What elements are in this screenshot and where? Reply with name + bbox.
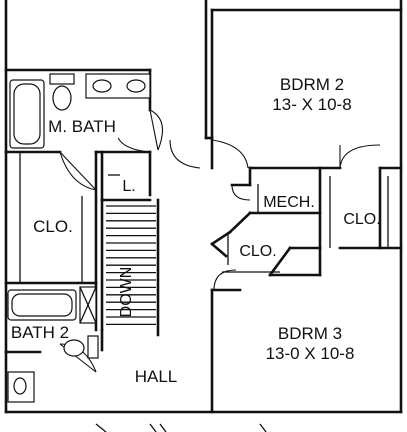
bath-2-label: BATH 2 — [11, 323, 69, 342]
bedroom-2-name: BDRM 2 — [280, 75, 344, 94]
right-closet-label: CLO. — [343, 211, 380, 228]
bedroom-3-size: 13-0 X 10-8 — [266, 344, 355, 363]
master-bath-label: M. BATH — [48, 117, 116, 136]
stairs-label: DOWN — [118, 267, 135, 318]
bedroom-3-name: BDRM 3 — [278, 324, 342, 343]
partitions — [19, 152, 389, 283]
hall-label: HALL — [135, 367, 178, 386]
linen-closet-label: L. — [122, 178, 135, 195]
fixtures — [7, 73, 267, 432]
stair-treads — [106, 205, 156, 326]
bedroom-2-size: 13- X 10-8 — [272, 95, 351, 114]
center-closet-label: CLO. — [239, 243, 276, 260]
mechanical-room-label: MECH. — [263, 194, 315, 211]
left-closet-label: CLO. — [33, 217, 73, 236]
